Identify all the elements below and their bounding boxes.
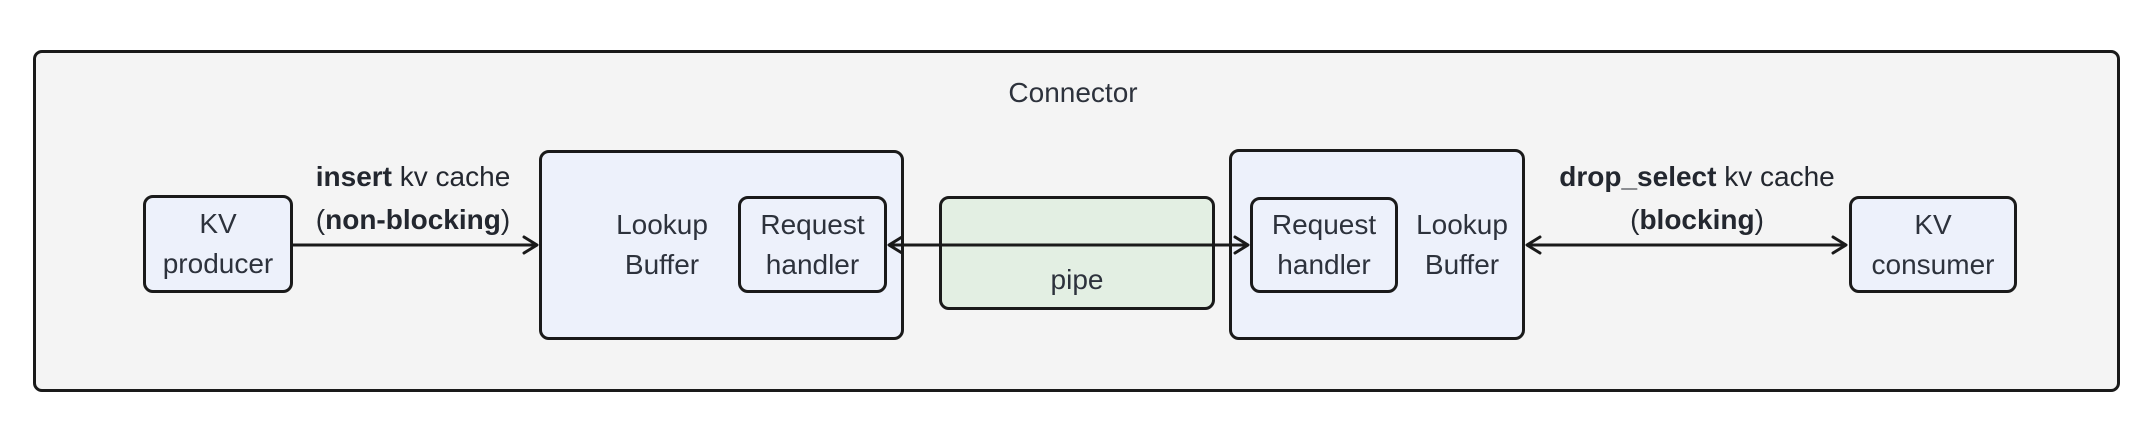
request-handler-left-line2: handler	[765, 248, 860, 280]
drop-select-edge-label: drop_select kv cache (blocking)	[1537, 155, 1857, 241]
lookup-buffer-left-node: Lookup Buffer Request handler	[539, 150, 904, 340]
lookup-buffer-right-line1: Lookup	[1416, 209, 1508, 240]
lookup-buffer-left-line1: Lookup	[616, 208, 708, 240]
request-handler-right-line1: Request	[1271, 209, 1377, 240]
insert-paren-open: (	[315, 204, 326, 235]
insert-edge-label-line1: insert kv cache	[283, 155, 543, 198]
request-handler-left-line1: Request	[760, 208, 865, 240]
drop-select-paren-open: (	[1630, 204, 1640, 235]
kv-producer-label-line2: producer	[162, 248, 274, 279]
drop-select-edge-label-line1: drop_select kv cache	[1537, 155, 1857, 198]
insert-rest: kv cache	[391, 161, 511, 192]
drop-select-mode: blocking	[1639, 204, 1755, 235]
insert-mode: non-blocking	[325, 204, 501, 235]
insert-verb: insert	[315, 161, 392, 192]
request-handler-right-node: Request handler	[1250, 197, 1398, 293]
lookup-buffer-right-node: Request handler Lookup Buffer	[1229, 149, 1525, 340]
kv-producer-label-line1: KV	[199, 208, 237, 239]
request-handler-left-node: Request handler	[738, 196, 887, 293]
drop-select-edge-label-line2: (blocking)	[1537, 198, 1857, 241]
kv-producer-node: KV producer	[143, 195, 293, 293]
kv-consumer-node: KV consumer	[1849, 196, 2017, 293]
pipe-node: pipe	[939, 196, 1215, 310]
insert-paren-close: )	[500, 204, 511, 235]
drop-select-verb: drop_select	[1559, 161, 1717, 192]
lookup-buffer-left-label: Lookup Buffer	[582, 196, 742, 293]
kv-consumer-label-line1: KV	[1914, 208, 1952, 240]
lookup-buffer-left-line2: Buffer	[624, 248, 700, 280]
kv-consumer-label-line2: consumer	[1871, 248, 1995, 280]
insert-edge-label-line2: (non-blocking)	[283, 198, 543, 241]
lookup-buffer-right-line2: Buffer	[1424, 249, 1500, 280]
connector-title: Connector	[1008, 77, 1138, 108]
request-handler-right-line2: handler	[1277, 249, 1371, 280]
pipe-label: pipe	[1050, 264, 1104, 295]
lookup-buffer-right-label: Lookup Buffer	[1404, 197, 1520, 293]
drop-select-paren-close: )	[1754, 204, 1764, 235]
drop-select-rest: kv cache	[1716, 161, 1835, 192]
insert-edge-label: insert kv cache (non-blocking)	[283, 155, 543, 241]
